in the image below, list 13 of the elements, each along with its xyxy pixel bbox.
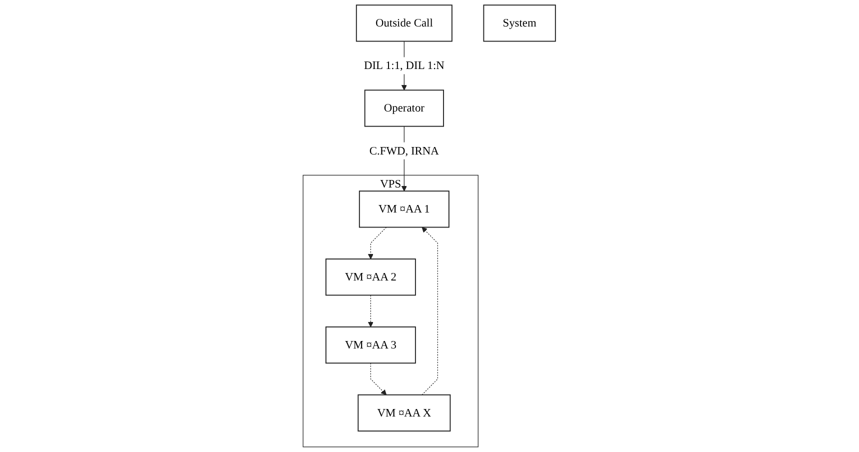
edge-label: C.FWD, IRNA [370,144,440,157]
arrow [370,362,387,396]
edge-label: DIL 1:1, DIL 1:N [364,59,445,72]
node-box: Operator [364,90,444,127]
arrow [368,226,387,260]
node-box: VM ¤AA 3 [326,326,416,364]
node-box: VM ¤AA 2 [326,258,416,296]
arrow [422,227,438,396]
node-box: VM ¤AA X [358,394,451,432]
node-box: Outside Call [356,4,453,42]
node-box: VM ¤AA 1 [359,190,450,228]
node-box: System [483,4,556,42]
arrow [368,294,374,328]
